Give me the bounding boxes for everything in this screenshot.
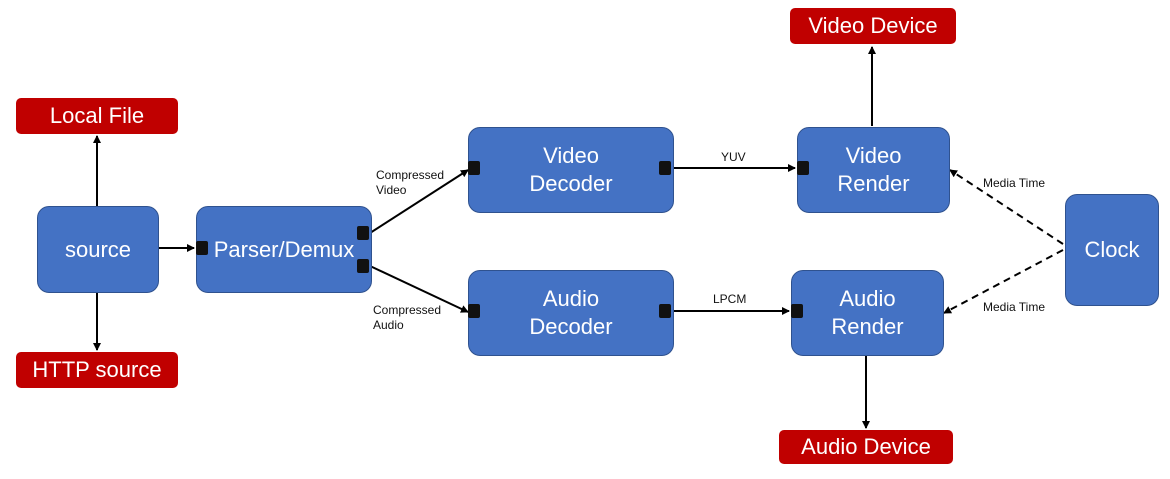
port-video-render-in [797, 161, 809, 175]
node-audio-render-line2: Render [831, 314, 904, 339]
node-audio-render: Audio Render [791, 270, 944, 356]
node-video-device: Video Device [790, 8, 956, 44]
edge-clock-to-audio-render [943, 249, 1064, 314]
label-yuv: YUV [721, 150, 746, 164]
node-http-source: HTTP source [16, 352, 178, 388]
label-compressed-audio-line1: Compressed [373, 303, 442, 317]
label-compressed-audio: Compressed Audio [373, 303, 441, 333]
node-audio-render-line1: Audio [839, 286, 896, 311]
node-parser-demux: Parser/Demux [196, 206, 372, 293]
edge-clock-to-video-render [949, 169, 1064, 245]
port-audio-render-in [791, 304, 803, 318]
edge-parser-to-audio-decoder [369, 265, 469, 313]
port-audio-decoder-out [659, 304, 671, 318]
node-video-render-line1: Video [845, 143, 902, 168]
node-video-decoder: Video Decoder [468, 127, 674, 213]
node-audio-device: Audio Device [779, 430, 953, 464]
label-media-time-video: Media Time [983, 176, 1046, 190]
node-audio-decoder-line2: Decoder [529, 314, 613, 339]
port-parser-out-audio [357, 259, 369, 273]
label-media-time-audio: Media Time [983, 300, 1046, 314]
edge-parser-to-video-decoder [369, 169, 469, 234]
label-compressed-video-line1: Compressed [376, 168, 445, 182]
port-parser-out-video [357, 226, 369, 240]
label-compressed-video: Compressed Video [376, 168, 444, 198]
label-compressed-audio-line2: Audio [373, 318, 404, 332]
node-source: source [37, 206, 159, 293]
port-audio-decoder-in [468, 304, 480, 318]
node-audio-decoder-line1: Audio [542, 286, 600, 311]
node-local-file: Local File [16, 98, 178, 134]
node-video-decoder-line1: Video [543, 143, 599, 168]
node-audio-decoder: Audio Decoder [468, 270, 674, 356]
port-parser-in [196, 241, 208, 255]
label-lpcm: LPCM [713, 292, 747, 306]
port-video-decoder-out [659, 161, 671, 175]
port-video-decoder-in [468, 161, 480, 175]
node-video-render-line2: Render [837, 171, 910, 196]
node-clock: Clock [1065, 194, 1159, 306]
node-video-render: Video Render [797, 127, 950, 213]
label-compressed-video-line2: Video [376, 183, 407, 197]
node-video-decoder-line2: Decoder [529, 171, 613, 196]
